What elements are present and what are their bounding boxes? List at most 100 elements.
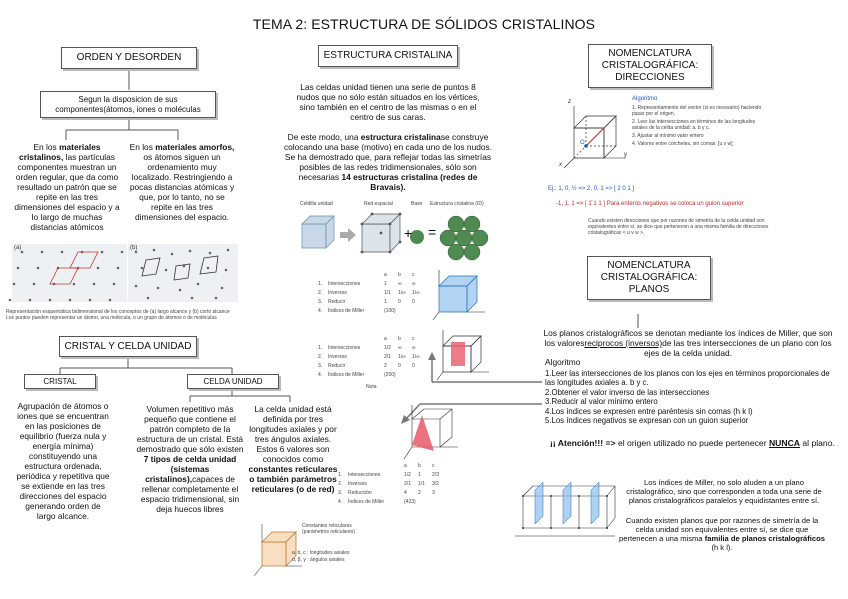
volumen-text: Volumen repetitivo más pequeño que conti… bbox=[136, 404, 244, 514]
unit-cell-legend1: a, b, c : longitudes axiales bbox=[292, 550, 350, 556]
dir-example2: -1, 1, 1 => [ 1̄ 1 1 ] Para enteros nega… bbox=[556, 201, 744, 207]
miller-cell: 1/∞ bbox=[398, 354, 406, 360]
plus-sign: + bbox=[404, 225, 413, 241]
lattice-dot bbox=[68, 298, 72, 302]
miller-cell: 1. bbox=[338, 472, 343, 478]
unit-cell-legend2: α, β, γ : ángulos axiales bbox=[292, 557, 345, 563]
miller-cell: 1/∞ bbox=[412, 354, 420, 360]
lattice-dot bbox=[134, 250, 138, 254]
miller-cell: (200) bbox=[384, 372, 396, 378]
vol-c: capaces de rellenar completamente el esp… bbox=[140, 474, 240, 514]
note2-b: familia de planos cristalográficos bbox=[704, 534, 825, 543]
cube-200 bbox=[436, 330, 489, 381]
miller-cell: 1/∞ bbox=[412, 290, 420, 296]
miller-cell: Intersecciones bbox=[348, 472, 381, 478]
miller-head-cell: c bbox=[412, 336, 415, 342]
lattice-dot bbox=[16, 266, 20, 270]
miller-head-cell: b bbox=[418, 463, 421, 469]
axis-y: y bbox=[624, 152, 627, 158]
miller-cell: Reducción bbox=[348, 490, 372, 496]
lattice-dot bbox=[92, 282, 96, 286]
dir-steps: 1. Representamiento del vector (si es ne… bbox=[632, 105, 772, 149]
lattice-dot bbox=[60, 250, 64, 254]
unit-cell-image bbox=[253, 524, 302, 577]
miller-cell: 3 bbox=[432, 490, 435, 496]
miller-cell: 3/2 bbox=[432, 481, 439, 487]
miller-cell: 4 bbox=[404, 490, 407, 496]
amor-c: os átomos siguen un ordenamiento muy loc… bbox=[129, 152, 235, 222]
lattice-dot bbox=[36, 266, 40, 270]
amor-a: En los bbox=[129, 142, 156, 152]
direcciones-header: NOMENCLATURA CRISTALOGRÁFICA: DIRECCIONE… bbox=[588, 44, 712, 88]
planos-step: 1.Leer las intersecciones de los planos … bbox=[545, 369, 830, 388]
miller-cell: 0 bbox=[398, 363, 401, 369]
cris-b: materiales cristalinos, bbox=[19, 142, 101, 162]
lattice-disorder-image bbox=[128, 244, 238, 302]
dir-note: Cuando existen direcciones que por razon… bbox=[588, 218, 769, 236]
lattice-dot bbox=[188, 249, 192, 253]
origin-label: O bbox=[580, 140, 585, 146]
estructura-p1: Las celdas unidad tienen una serie de pu… bbox=[296, 82, 480, 122]
miller-cell: 1/2 bbox=[384, 345, 391, 351]
lattice-dot bbox=[100, 250, 104, 254]
planos-step: 5.Los índices negativos se expresan con … bbox=[545, 416, 749, 426]
lattice-dot bbox=[140, 266, 144, 270]
label-b: (b) bbox=[130, 245, 138, 251]
miller-head-cell: b bbox=[398, 336, 401, 342]
img-label-celdilla: Celdilla unidad bbox=[300, 201, 333, 207]
lattice-dot bbox=[116, 266, 120, 270]
miller-cell: 1 bbox=[384, 299, 387, 305]
miller-cell: Inversos bbox=[348, 481, 367, 487]
miller-cell: 4. bbox=[318, 372, 323, 378]
planos-step: 2.Obtener el valor inverso de las inters… bbox=[545, 387, 710, 397]
atencion: ¡¡ Atención!!! => el origen utilizado no… bbox=[550, 438, 846, 448]
lattice-dot bbox=[170, 252, 174, 256]
miller-cell: 1 bbox=[384, 281, 387, 287]
lattice-dot bbox=[112, 282, 116, 286]
img-label-red: Red espacial bbox=[364, 201, 393, 207]
miller-table-row: 4.Índices de Miller(100) bbox=[318, 308, 426, 314]
lattice-dot bbox=[120, 250, 124, 254]
miller-cell: ∞ bbox=[398, 345, 402, 351]
miller-cell: 2/3 bbox=[432, 472, 439, 478]
planos-alg-title: Algoritmo bbox=[545, 357, 581, 367]
lattice-dot bbox=[152, 248, 156, 252]
lattice-dot bbox=[224, 268, 228, 272]
planos-steps: 1.Leer las intersecciones de los planos … bbox=[545, 369, 837, 425]
amorfos-text: En los materiales amorfos, os átomos sig… bbox=[128, 142, 236, 222]
lattice-dot bbox=[196, 282, 200, 286]
note2-a: Cuando existen planos que por razones de… bbox=[619, 516, 819, 543]
miller-cell: 2/1 bbox=[384, 354, 391, 360]
miller-cell: 0 bbox=[412, 363, 415, 369]
dir-step: 4. Valores entre corchetes, sin comas: [… bbox=[632, 141, 733, 147]
miller-table-row: 4.Índices de Miller(423) bbox=[338, 499, 446, 505]
dir-step: 1. Representamiento del vector (si es ne… bbox=[632, 105, 762, 117]
miller-cell: Intersecciones bbox=[328, 281, 361, 287]
lattice-dot bbox=[40, 250, 44, 254]
lattice-dot bbox=[164, 268, 168, 272]
page-title: TEMA 2: ESTRUCTURA DE SÓLIDOS CRISTALINO… bbox=[252, 16, 596, 32]
intro-b: reciprocos (inversos) bbox=[584, 338, 663, 348]
intro-a: Los planos cristalográficos se denotan m… bbox=[543, 328, 833, 348]
note2-c: (h k l). bbox=[711, 543, 733, 552]
miller-cell: 4. bbox=[318, 308, 323, 314]
cris-c: las partículas componentes muestran un o… bbox=[14, 152, 120, 232]
miller-cell: 1/1 bbox=[384, 290, 391, 296]
lattice-dot bbox=[220, 286, 224, 290]
miller-cell: Reducir bbox=[328, 363, 346, 369]
miller-cell: 1/1 bbox=[418, 481, 425, 487]
atencion-a: ¡¡ Atención!!! => bbox=[550, 438, 616, 448]
lattice-dot bbox=[20, 250, 24, 254]
atencion-b: el origen utilizado no puede pertenecer bbox=[615, 438, 769, 448]
miller-cell: 0 bbox=[412, 299, 415, 305]
planos-note2: Cuando existen planos que por razones de… bbox=[616, 516, 828, 552]
